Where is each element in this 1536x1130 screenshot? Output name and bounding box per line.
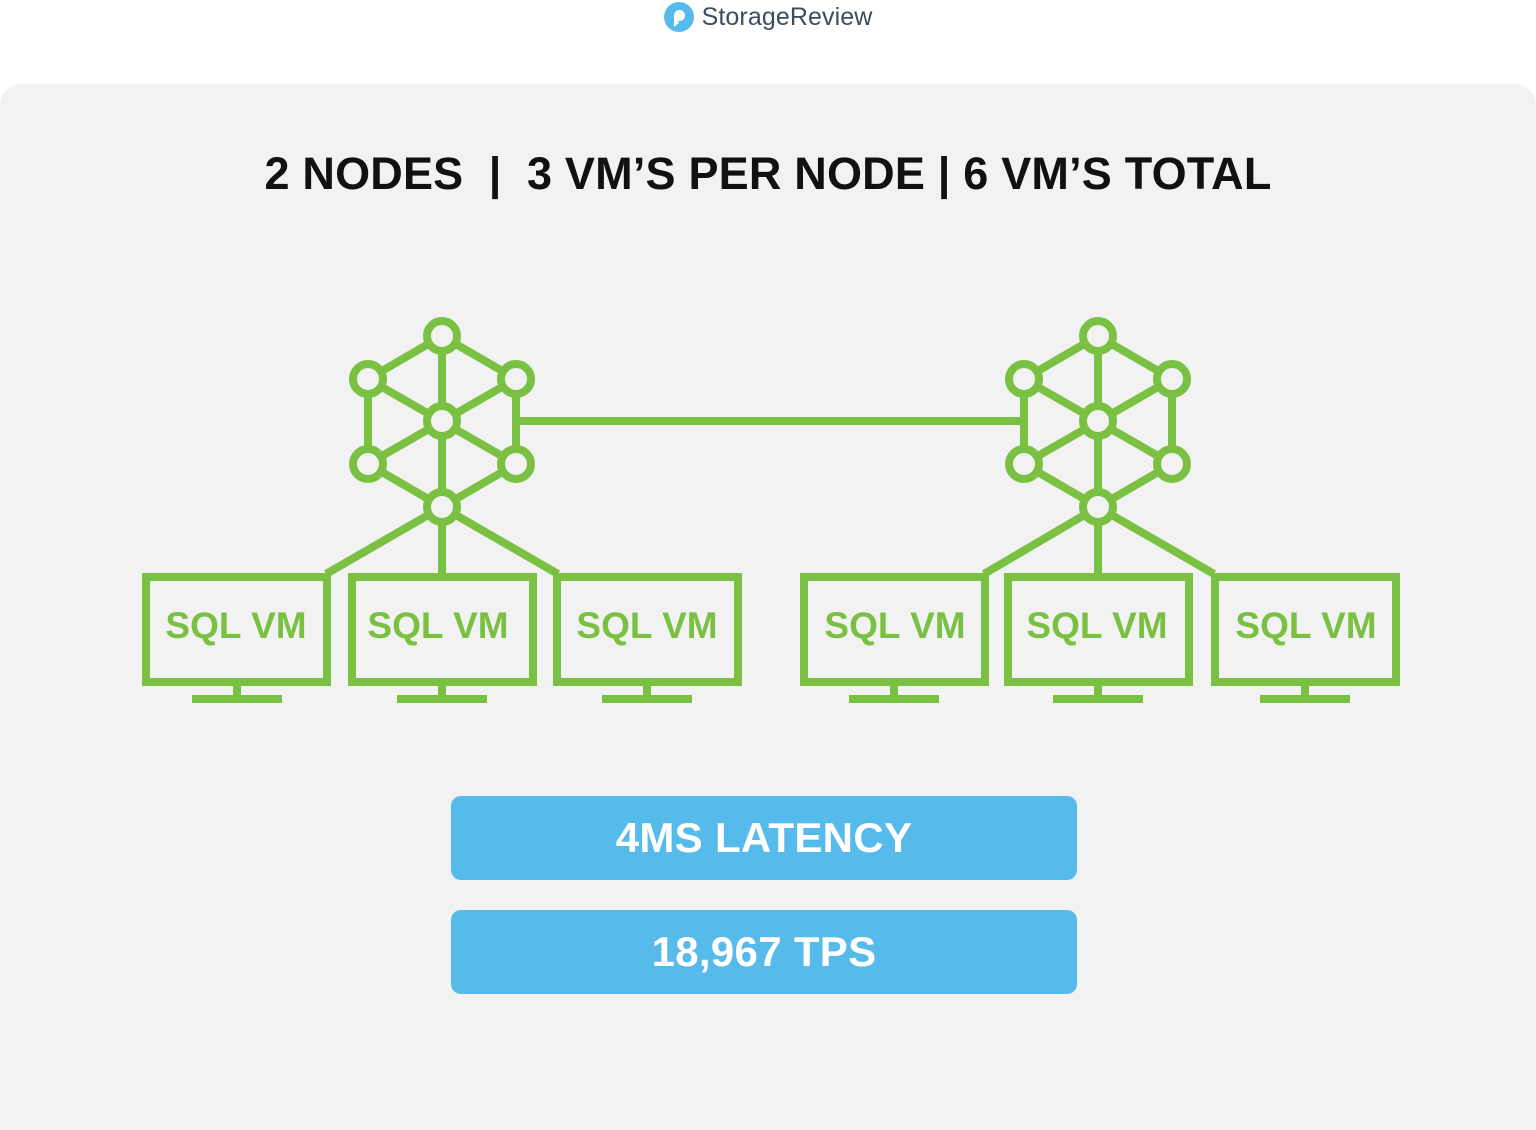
throughput-badge: 18,967 TPS xyxy=(451,910,1077,994)
latency-badge: 4MS LATENCY xyxy=(451,796,1077,880)
node-2-vm-2-monitor-icon xyxy=(1004,573,1193,703)
node-1-vm-1-label: SQL VM xyxy=(165,605,306,646)
page-title: 2 NODES | 3 VM’S PER NODE | 6 VM’S TOTAL xyxy=(264,148,1272,199)
node-1-vm-3-label: SQL VM xyxy=(576,605,717,646)
node-1-cluster-icon xyxy=(323,317,561,578)
node-1-vm-2-monitor-icon xyxy=(348,573,537,703)
node-2-cluster-icon xyxy=(981,317,1217,578)
brand-header: StorageReview xyxy=(0,0,1536,34)
node-1-vm-3-monitor-icon xyxy=(553,573,742,703)
node-1-vm-1-monitor-icon xyxy=(142,573,331,703)
node-2-vm-1-monitor-icon xyxy=(800,573,989,703)
node-2-vm-3-monitor-icon xyxy=(1211,573,1400,703)
node-2-vm-1-label: SQL VM xyxy=(824,605,965,646)
brand-name: StorageReview xyxy=(701,2,873,31)
node-1-vm-2-label: SQL VM xyxy=(367,605,508,646)
throughput-value: 18,967 TPS xyxy=(651,928,877,975)
node-2-vm-3-label: SQL VM xyxy=(1235,605,1376,646)
storagereview-logo-icon xyxy=(663,2,694,32)
latency-value: 4MS LATENCY xyxy=(615,814,913,861)
node-2-vm-2-label: SQL VM xyxy=(1026,605,1167,646)
